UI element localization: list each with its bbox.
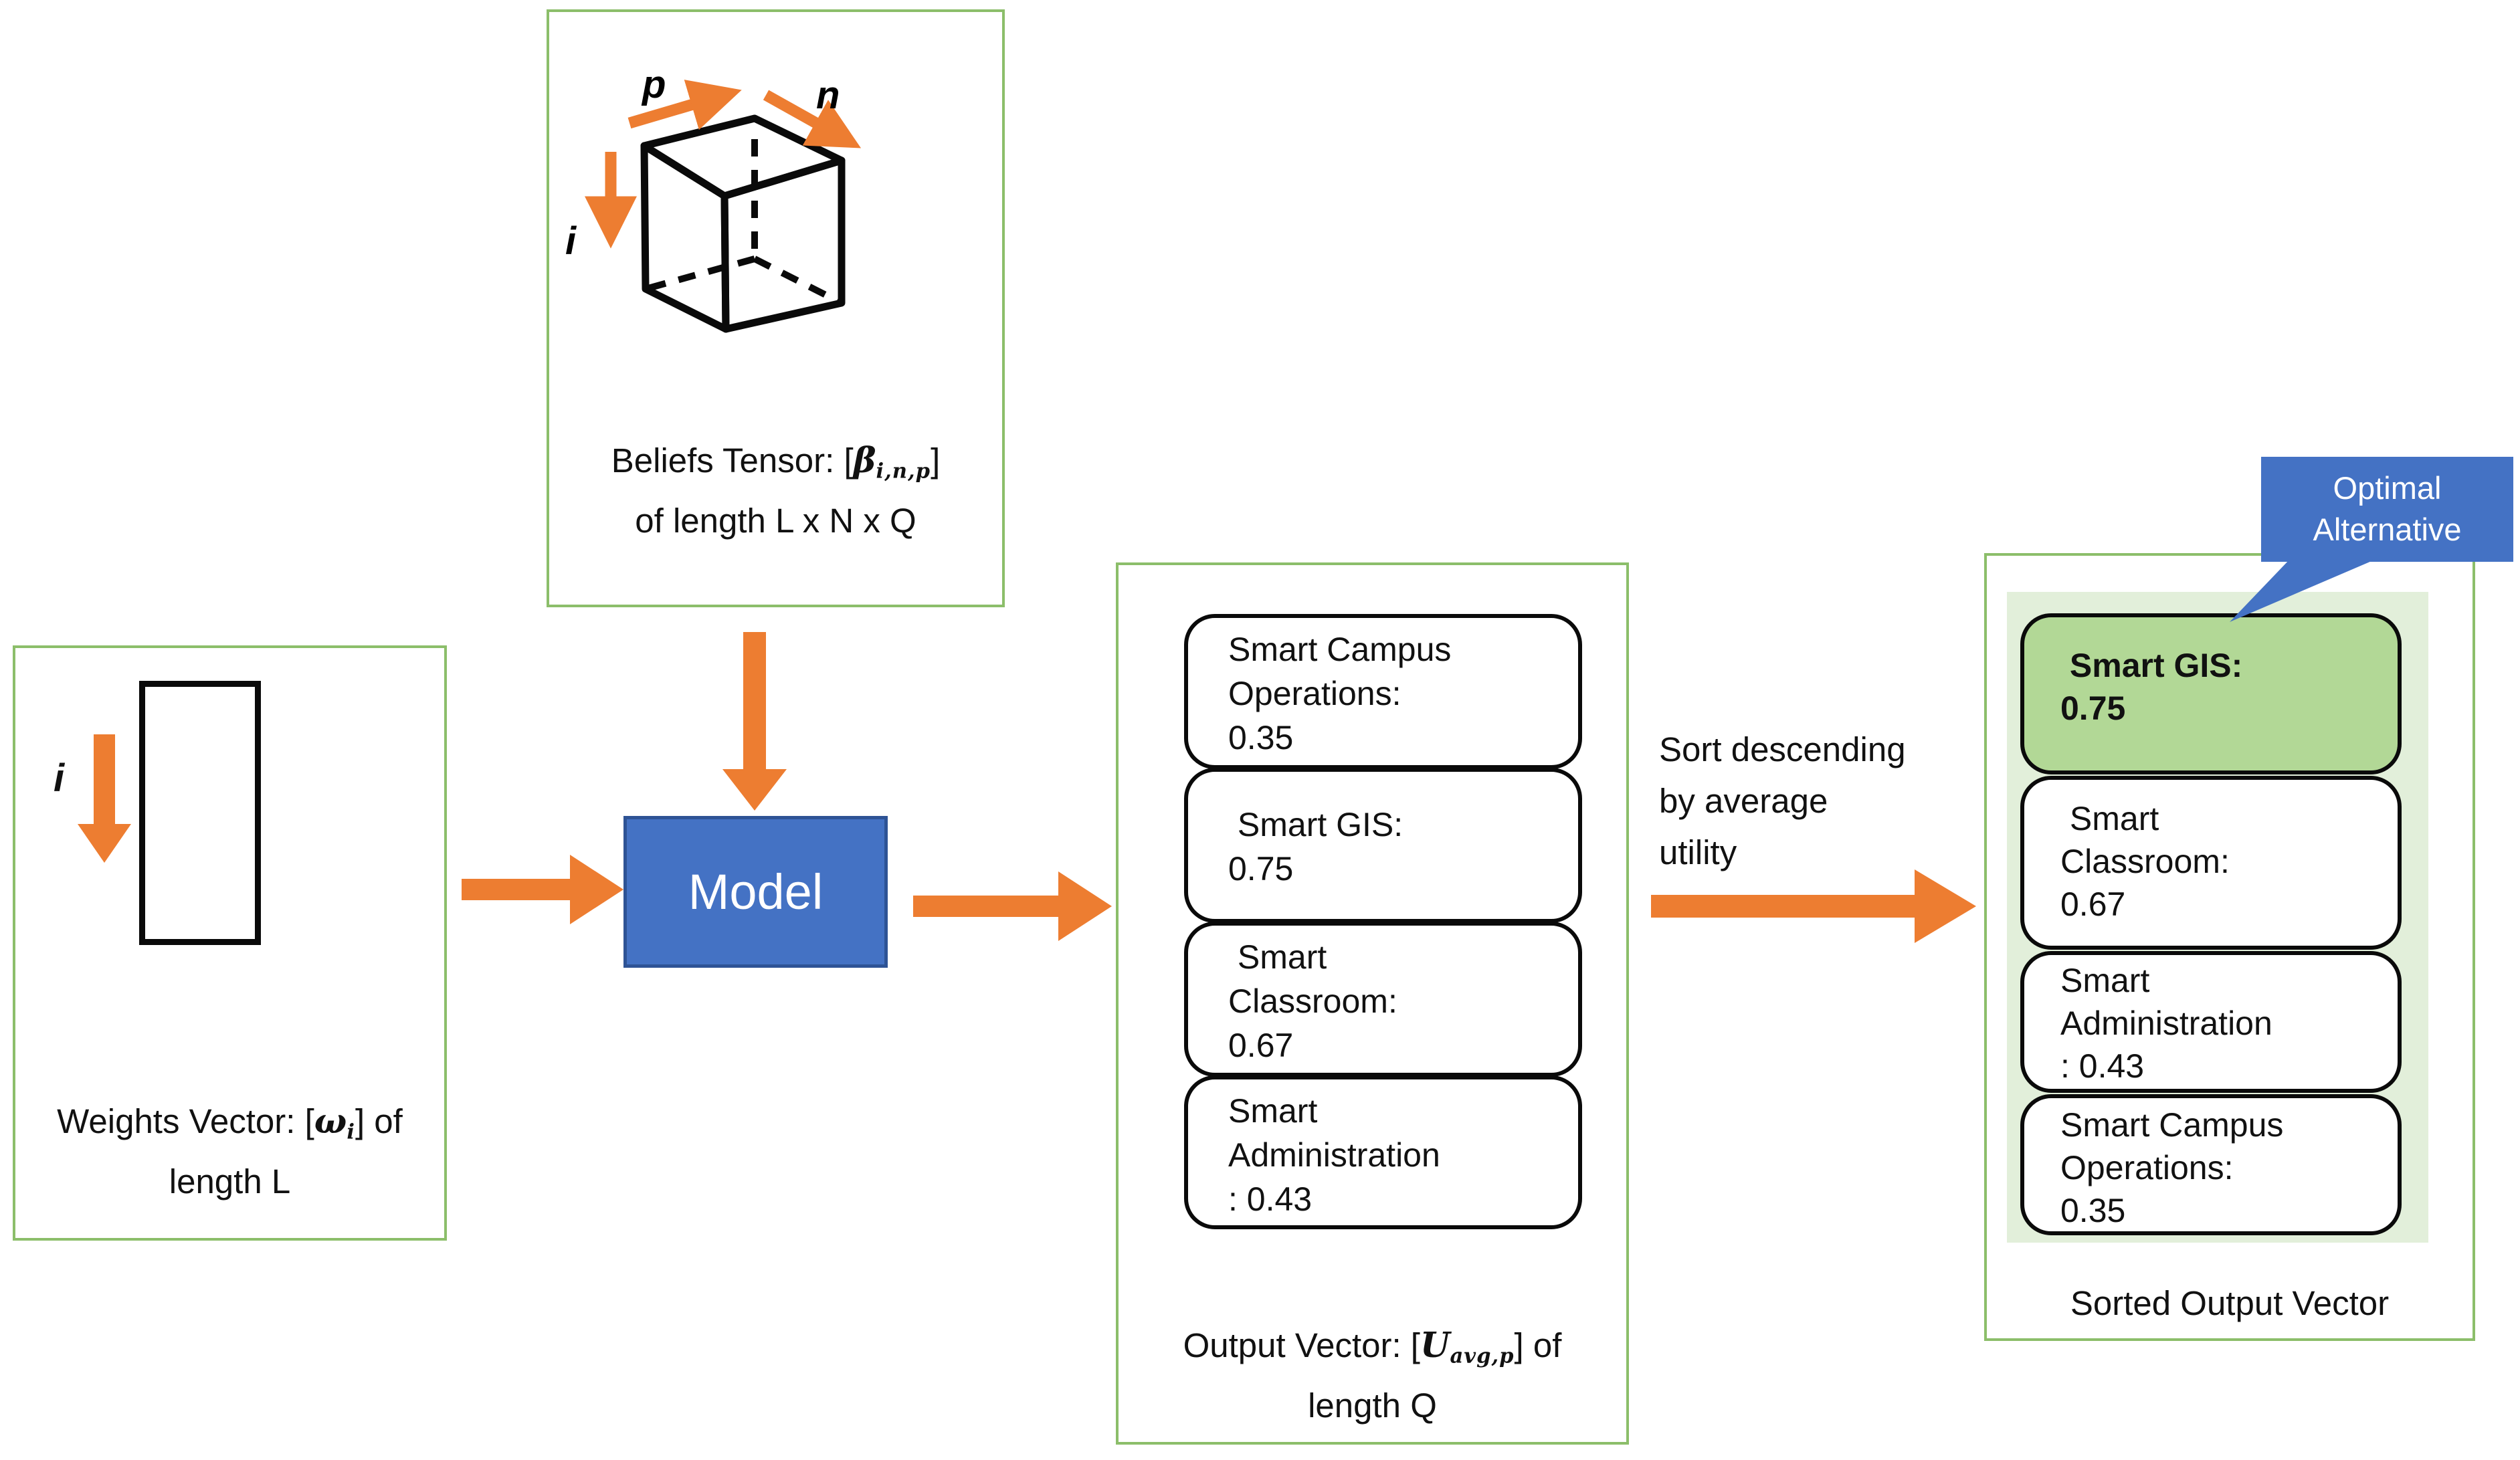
sort-arrow-shaft [1651,895,1915,918]
beliefs-to-model-arrow-shaft [743,632,766,769]
axis-label-n: n [816,74,840,117]
model-to-output-arrow-head [1058,871,1112,941]
axis-label-p: p [641,63,666,106]
weights-column-shape [139,681,261,945]
weights-caption: Weights Vector: [ωi] of length L [13,1097,447,1207]
axis-arrow-n [763,90,862,148]
output-item-smart-campus-operations: Smart Campus Operations: 0.35 [1184,614,1582,769]
output-item-smart-administration: Smart Administration : 0.43 [1184,1075,1582,1229]
sorted-item-smart-administration: Smart Administration : 0.43 [2020,951,2402,1093]
axis-label-i: i [565,219,577,263]
model-to-output-arrow-shaft [913,896,1058,917]
sorted-item-smart-campus-operations: Smart Campus Operations: 0.35 [2020,1094,2402,1235]
output-caption-line1: Output Vector: [Uavg,p] of [1183,1326,1562,1368]
weights-caption-line1: Weights Vector: [ωi] of [57,1102,403,1144]
cube-hidden-edges [644,139,844,306]
beliefs-caption: Beliefs Tensor: [βi,n,p] of length L x N… [547,436,1005,546]
weights-caption-line2: length L [169,1162,291,1201]
optimal-callout-tail [2230,559,2376,622]
omega-symbol: ω [314,1102,347,1142]
u-symbol: U [1420,1326,1450,1366]
cube-shape [640,114,846,333]
output-caption: Output Vector: [Uavg,p] of length Q [1116,1321,1629,1431]
weights-i-arrow-head [78,824,131,863]
beta-symbol: β [853,441,876,481]
tensor-cube-diagram: p n i [565,63,862,333]
output-item-smart-classroom: Smart Classroom: 0.67 [1184,922,1582,1077]
sorted-caption: Sorted Output Vector [2070,1284,2390,1322]
sorted-item-smart-classroom: Smart Classroom: 0.67 [2020,776,2402,950]
optimal-callout: Optimal Alternative [2261,457,2513,562]
weights-to-model-arrow-shaft [462,879,570,900]
sort-note: Sort descending by average utility [1659,730,1906,871]
model-box: Model [623,816,888,968]
beliefs-caption-line1: Beliefs Tensor: [βi,n,p] [611,441,941,484]
output-item-smart-gis: Smart GIS: 0.75 [1184,768,1582,923]
beliefs-to-model-arrow-head [722,769,787,811]
model-label: Model [688,864,823,920]
weights-i-arrow-shaft [94,734,115,824]
weights-to-model-arrow-head [570,855,623,924]
beliefs-caption-line2: of length L x N x Q [635,501,916,540]
sort-arrow-head [1915,869,1976,943]
beliefs-tensor-panel [547,9,1005,607]
sorted-item-smart-gis: Smart GIS: 0.75 [2020,613,2402,774]
axis-arrow-p [627,80,742,130]
output-caption-line2: length Q [1308,1386,1437,1425]
weights-axis-label-i: i [54,756,65,800]
